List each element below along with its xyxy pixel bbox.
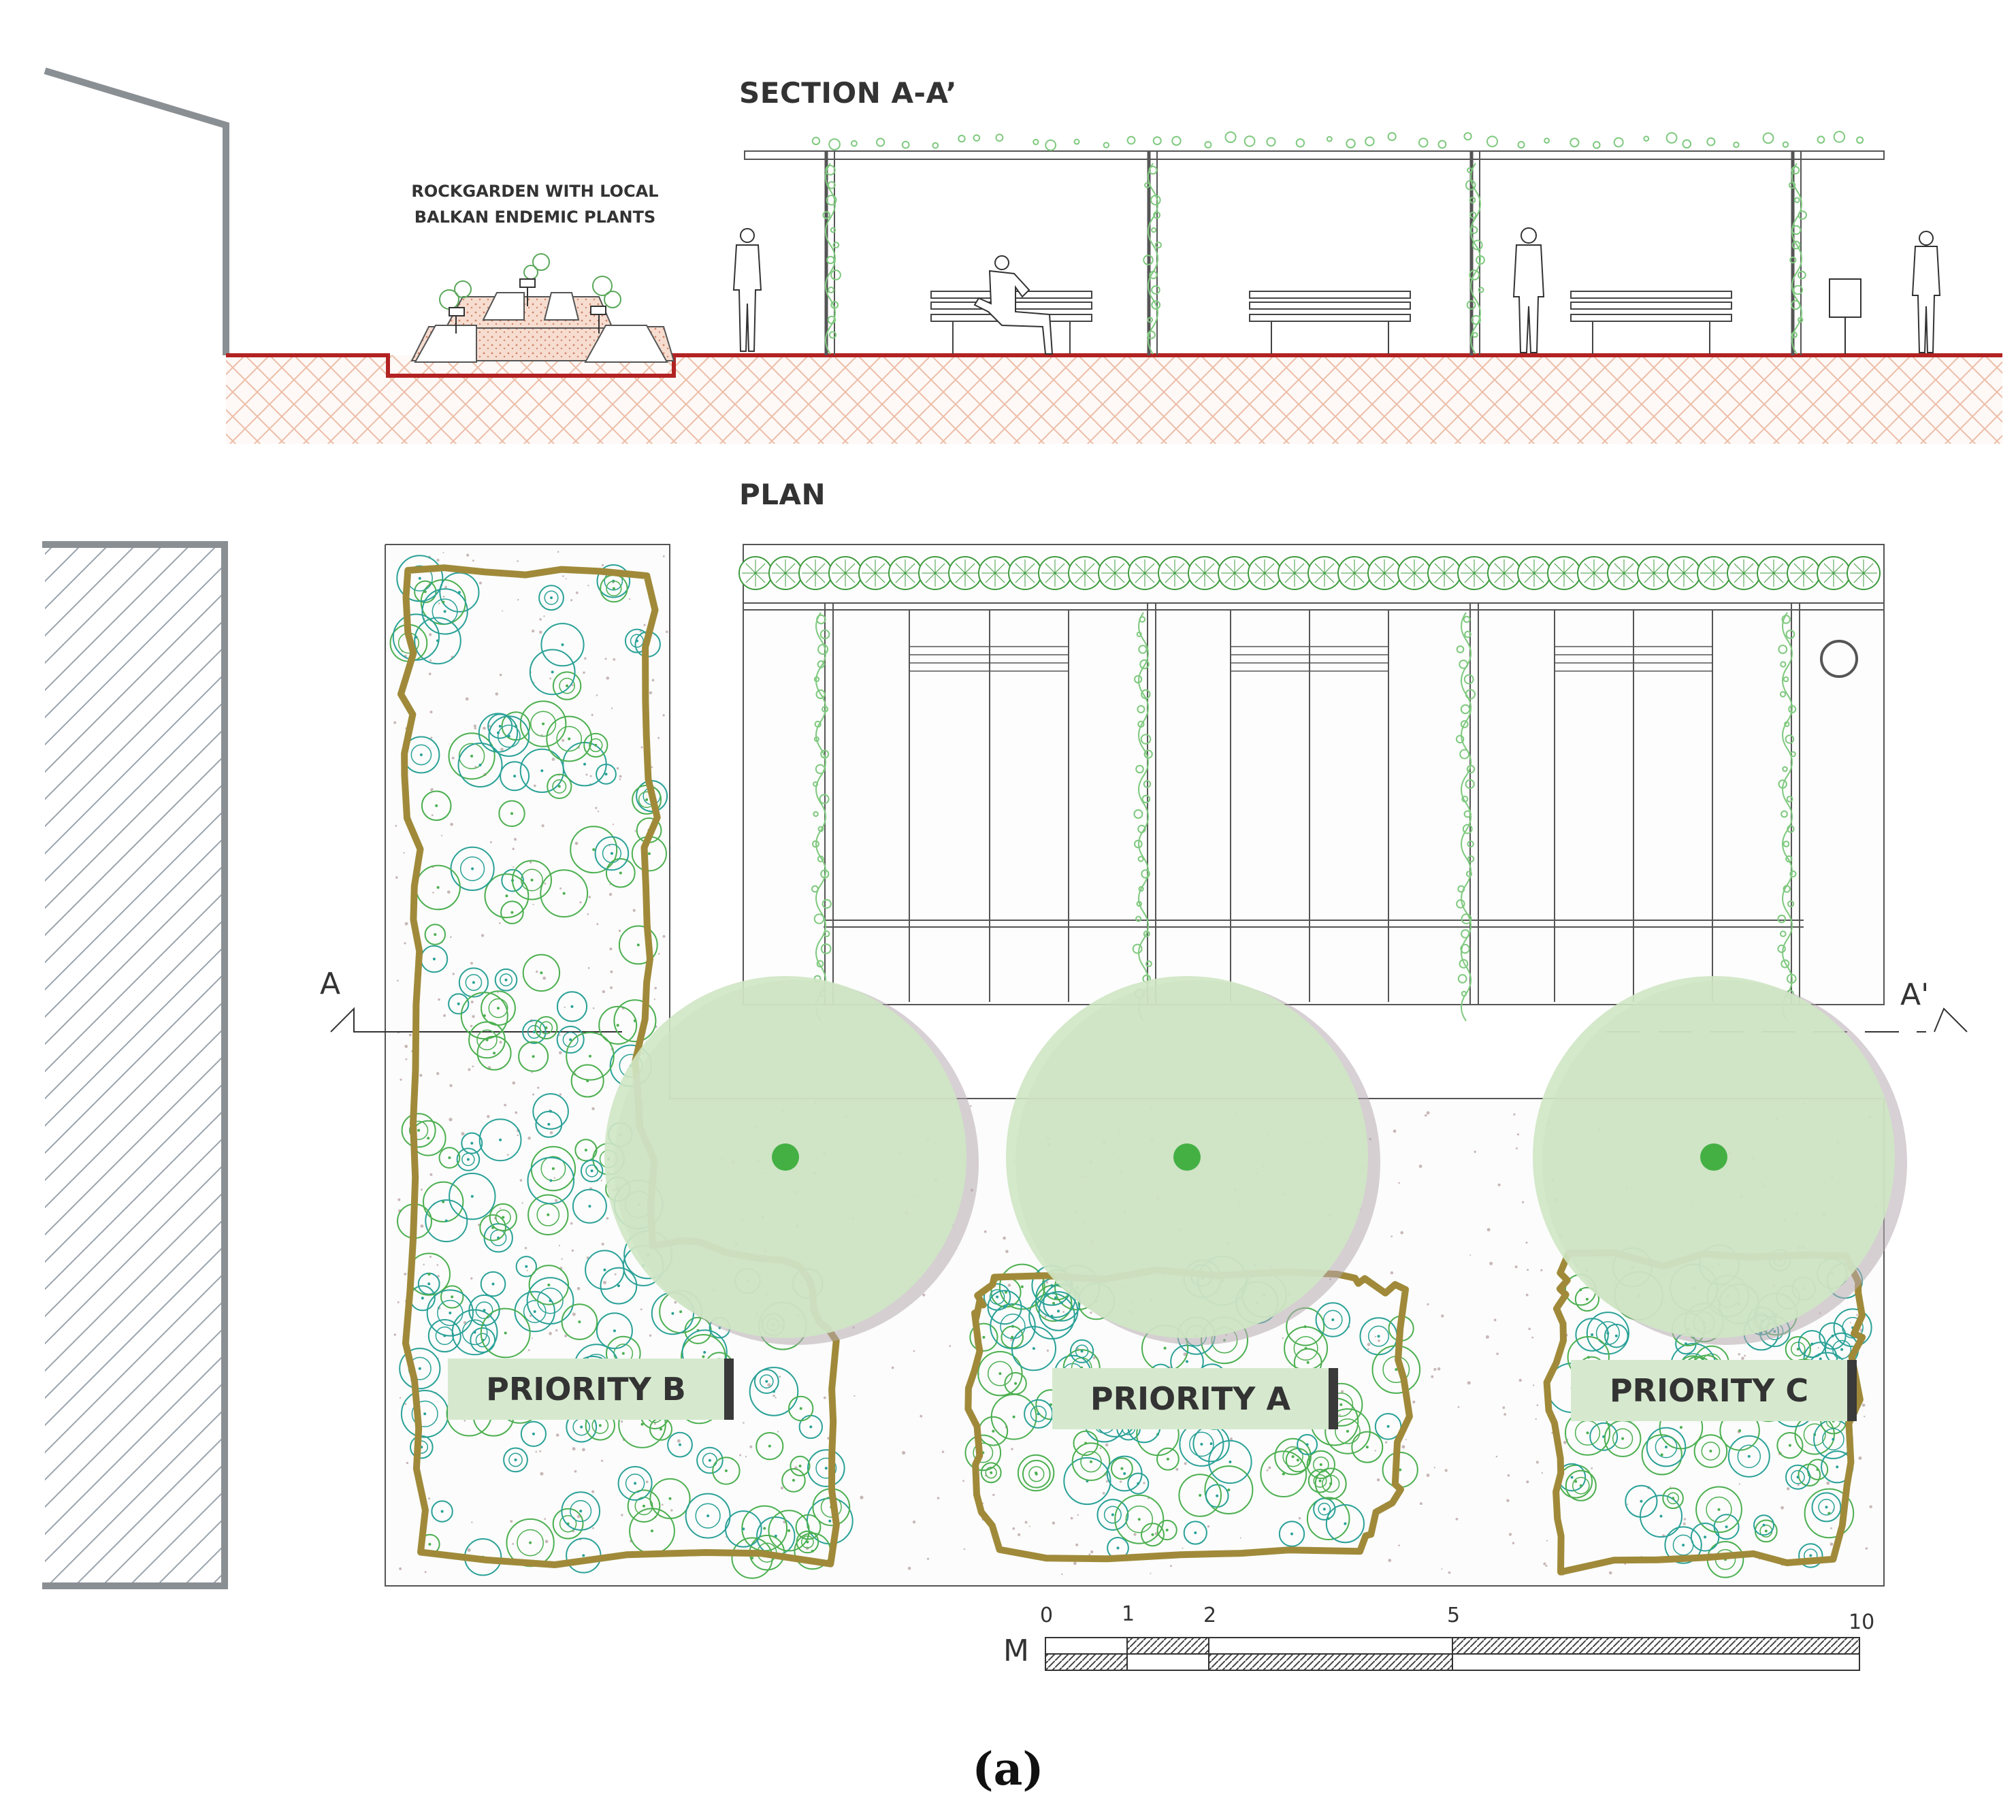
ground-line <box>226 353 2002 378</box>
building-outline <box>44 67 229 355</box>
building-wall <box>45 545 225 1586</box>
scale-tick-1: 1 <box>1122 1602 1135 1626</box>
scale-tick-2: 2 <box>1203 1604 1217 1627</box>
scale-tick-5: 5 <box>1447 1604 1461 1627</box>
climbing-plants-plan <box>811 612 1797 1022</box>
pergola-section <box>744 150 1885 355</box>
scale-bar <box>1045 1637 1860 1671</box>
priority-a-label: PRIORITY A <box>1052 1368 1338 1429</box>
rockgarden-label-line2: BALKAN ENDEMIC PLANTS <box>414 208 656 227</box>
hedge-row <box>738 556 1881 590</box>
rockgarden <box>410 253 675 363</box>
climbing-plants-section <box>811 131 1864 355</box>
scale-unit: M <box>1003 1634 1029 1668</box>
people-silhouettes <box>732 227 1941 355</box>
section-title: SECTION A-A’ <box>739 76 958 110</box>
bin-plan <box>1820 640 1858 678</box>
tree-canopies <box>604 976 1907 1345</box>
gravel-texture <box>393 551 1878 1576</box>
figure-caption: (a) <box>972 1742 1044 1795</box>
pergola-plan <box>743 544 1885 1005</box>
rockgarden-label-line1: ROCKGARDEN WITH LOCAL <box>411 182 659 201</box>
plan-view <box>42 541 1968 1589</box>
soil-layer <box>226 355 2002 444</box>
section-mark-left: A <box>320 966 341 1001</box>
scale-tick-10: 10 <box>1849 1610 1875 1634</box>
priority-c-label: PRIORITY C <box>1571 1360 1857 1421</box>
info-sign <box>1829 278 1861 354</box>
plan-title: PLAN <box>739 478 826 511</box>
section-mark-right: A' <box>1900 977 1930 1012</box>
section-view <box>44 67 2002 444</box>
scale-tick-0: 0 <box>1040 1604 1054 1627</box>
priority-b-label: PRIORITY B <box>448 1359 734 1420</box>
